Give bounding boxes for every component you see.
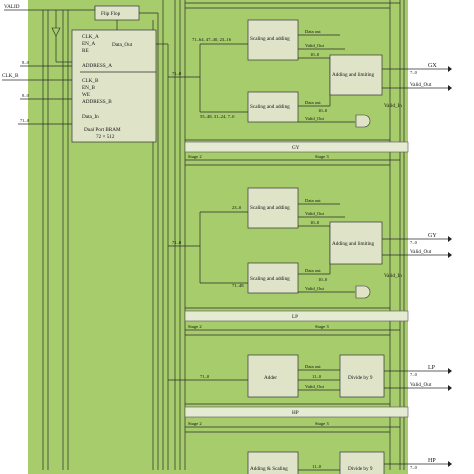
gy-taps-bottom: 71–48 — [232, 283, 244, 288]
gy-output-name: GY — [428, 233, 437, 239]
hp-adding-scaling-label: Adding & Scaling — [250, 466, 288, 472]
gx-bits-top: 10–0 — [310, 52, 320, 57]
hp-out-bits: 7–0 — [410, 465, 418, 470]
gy-data-out-top: Data out — [305, 198, 321, 203]
gx-scaling-bottom-label: Scaling and adding — [250, 104, 290, 110]
lp-out-bits: 7–0 — [410, 372, 418, 377]
lp-data-out: Data out — [305, 364, 321, 369]
hp-bits: 11–0 — [312, 464, 322, 469]
clk-b-input-label: CLK_B — [2, 73, 19, 79]
gy-valid-out-top: Valid_Out — [305, 211, 325, 216]
bus-71-0-label: 71–0 — [20, 118, 30, 123]
bram-port-clk-b: CLK_B — [82, 78, 99, 84]
lp-divide-label: Divide by 9 — [348, 375, 373, 381]
gx-data-out-top: Data out — [305, 29, 321, 34]
gy-data-out-bottom: Data out — [305, 268, 321, 273]
hp-band — [184, 406, 409, 418]
gx-valid-out-top: Valid_Out — [305, 43, 325, 48]
gy-bits-top: 10–0 — [310, 220, 320, 225]
lp-adder-block — [247, 354, 299, 398]
lp-band-label: LP — [292, 314, 298, 320]
bram-port-en-a: EN_A — [82, 41, 96, 47]
bus-8-0-b-label: 8–0 — [22, 93, 30, 98]
flip-flop-label: Flip Flop — [101, 11, 121, 17]
bram-port-clk-a: CLK_A — [82, 34, 99, 40]
dual-port-bram-block — [71, 29, 157, 143]
bram-port-address-b: ADDRESS_B — [82, 99, 112, 105]
lp-band — [184, 310, 409, 322]
gx-bits-bottom: 10–0 — [318, 108, 328, 113]
gx-adding-limiting-label: Adding and limiting — [332, 72, 374, 78]
bus-8-0-a-label: 8–0 — [22, 60, 30, 65]
hp-divide-block — [339, 451, 385, 474]
hp-divide-label: Divide by 9 — [348, 466, 373, 472]
lp-stage-right: Stage 3 — [315, 421, 329, 426]
gy-adding-limiting-block — [329, 221, 383, 265]
bram-port-data-in: Data_In — [82, 114, 99, 120]
gx-valid-out-output: Valid_Out — [410, 82, 432, 88]
gx-data-out-bottom: Data out — [305, 100, 321, 105]
valid-input-label: VALID — [4, 4, 20, 10]
lp-stage-left: Stage 2 — [188, 421, 202, 426]
hp-adding-scaling-block — [247, 451, 299, 474]
gx-valid-out-bottom: Valid_Out — [305, 116, 325, 121]
gy-bus-in-label: 71–0 — [172, 240, 182, 245]
gy-scaling-bottom-label: Scaling and adding — [250, 276, 290, 282]
gx-and-gate-icon — [355, 114, 371, 128]
bram-port-re: RE — [82, 48, 89, 54]
hp-band-label: HP — [292, 410, 299, 416]
gy-adding-limiting-label: Adding and limiting — [332, 241, 374, 247]
bram-name: Dual Port BRAM — [84, 127, 121, 133]
bram-data-out-label: Data_Out — [112, 42, 133, 48]
gx-scaling-bottom-block — [247, 91, 299, 123]
gy-band — [184, 141, 409, 153]
lp-valid-out-output: Valid_Out — [410, 382, 432, 388]
gy-valid-in-label: Valid_In — [384, 273, 402, 279]
bram-port-we: WE — [82, 92, 90, 98]
gx-stage-left: Stage 2 — [188, 154, 202, 159]
gy-stage-left: Stage 2 — [188, 324, 202, 329]
gx-scaling-top-label: Scaling and adding — [250, 36, 290, 42]
gy-taps-top: 23–0 — [232, 205, 242, 210]
bram-size: 72 × 512 — [96, 134, 115, 140]
lp-adder-label: Adder — [264, 375, 277, 381]
lp-divide-block — [339, 354, 385, 398]
gx-taps-top: 71–64, 47–40, 23–16 — [192, 37, 232, 43]
gy-scaling-top-label: Scaling and adding — [250, 205, 290, 211]
gx-valid-in-label: Valid_In — [384, 103, 402, 109]
hp-output-name: HP — [428, 458, 436, 464]
gx-output-name: GX — [428, 63, 437, 69]
gx-stage-right: Stage 3 — [315, 154, 329, 159]
gx-out-bits: 7–0 — [410, 70, 418, 75]
gy-band-label: GY — [292, 145, 300, 151]
gy-scaling-bottom-block — [247, 262, 299, 294]
gy-out-bits: 7–0 — [410, 240, 418, 245]
gy-and-gate-icon — [355, 285, 371, 299]
gx-bus-in-label: 71–0 — [172, 71, 182, 76]
gx-taps-bottom: 55–48, 31–24, 7–0 — [200, 114, 235, 120]
gx-adding-limiting-block — [329, 54, 383, 96]
gy-stage-right: Stage 3 — [315, 324, 329, 329]
gy-scaling-top-block — [247, 187, 299, 229]
bram-port-address-a: ADDRESS_A — [82, 63, 112, 69]
lp-output-name: LP — [428, 365, 436, 371]
lp-bus-in-label: 71–0 — [200, 374, 210, 379]
gy-valid-out-bottom: Valid_Out — [305, 286, 325, 291]
bram-port-en-b: EN_B — [82, 85, 96, 91]
lp-bits: 11–0 — [312, 374, 322, 379]
gy-bits-bottom: 10–0 — [318, 277, 328, 282]
gx-scaling-top-block — [247, 19, 299, 61]
lp-valid-out: Valid_Out — [305, 384, 325, 389]
gy-valid-out-output: Valid_Out — [410, 249, 432, 255]
